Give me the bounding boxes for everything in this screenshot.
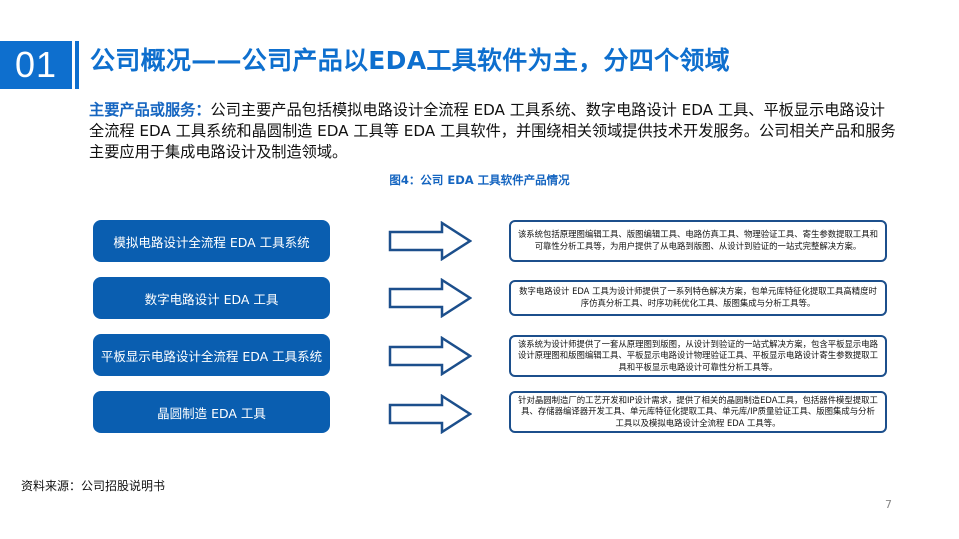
description-box-digital: 数字电路设计 EDA 工具为设计师提供了一系列特色解决方案，包单元库特征化提取工…: [509, 280, 887, 316]
figure-title: 图4：公司 EDA 工具软件产品情况: [389, 173, 570, 187]
description-text: 该系统包括原理图编辑工具、版图编辑工具、电路仿真工具、物理验证工具、寄生参数提取…: [517, 229, 879, 251]
description-text: 该系统为设计师提供了一套从原理图到版图，从设计到验证的一站式解决方案，包含平板显…: [517, 338, 879, 372]
product-box-analog: 模拟电路设计全流程 EDA 工具系统: [93, 220, 330, 262]
page-number: 7: [885, 498, 892, 511]
product-label: 晶圆制造 EDA 工具: [157, 405, 266, 421]
title-divider: [75, 41, 79, 89]
description-box-flat-panel: 该系统为设计师提供了一套从原理图到版图，从设计到验证的一站式解决方案，包含平板显…: [509, 335, 887, 377]
product-box-wafer: 晶圆制造 EDA 工具: [93, 391, 330, 433]
intro-lead: 主要产品或服务：: [89, 101, 211, 119]
section-number-badge: 01: [0, 41, 72, 89]
arrow-right-icon: [388, 394, 472, 434]
intro-paragraph: 主要产品或服务：公司主要产品包括模拟电路设计全流程 EDA 工具系统、数字电路设…: [89, 100, 899, 163]
arrow-right-icon: [388, 336, 472, 376]
page-title: 公司概况——公司产品以EDA工具软件为主，分四个领域: [90, 46, 730, 75]
description-box-analog: 该系统包括原理图编辑工具、版图编辑工具、电路仿真工具、物理验证工具、寄生参数提取…: [509, 220, 887, 262]
product-label: 数字电路设计 EDA 工具: [144, 291, 279, 307]
arrow-right-icon: [388, 278, 472, 318]
product-box-flat-panel: 平板显示电路设计全流程 EDA 工具系统: [93, 334, 330, 376]
source-note: 资料来源：公司招股说明书: [21, 479, 166, 493]
intro-body: 公司主要产品包括模拟电路设计全流程 EDA 工具系统、数字电路设计 EDA 工具…: [89, 101, 896, 161]
arrow-right-icon: [388, 221, 472, 261]
product-label: 模拟电路设计全流程 EDA 工具系统: [113, 234, 310, 250]
description-text: 数字电路设计 EDA 工具为设计师提供了一系列特色解决方案，包单元库特征化提取工…: [519, 286, 877, 308]
product-label: 平板显示电路设计全流程 EDA 工具系统: [100, 348, 323, 364]
description-box-wafer: 针对晶圆制造厂的工艺开发和IP设计需求，提供了相关的晶圆制造EDA工具，包括器件…: [509, 391, 887, 433]
description-text: 针对晶圆制造厂的工艺开发和IP设计需求，提供了相关的晶圆制造EDA工具，包括器件…: [518, 394, 878, 428]
product-box-digital: 数字电路设计 EDA 工具: [93, 277, 330, 319]
